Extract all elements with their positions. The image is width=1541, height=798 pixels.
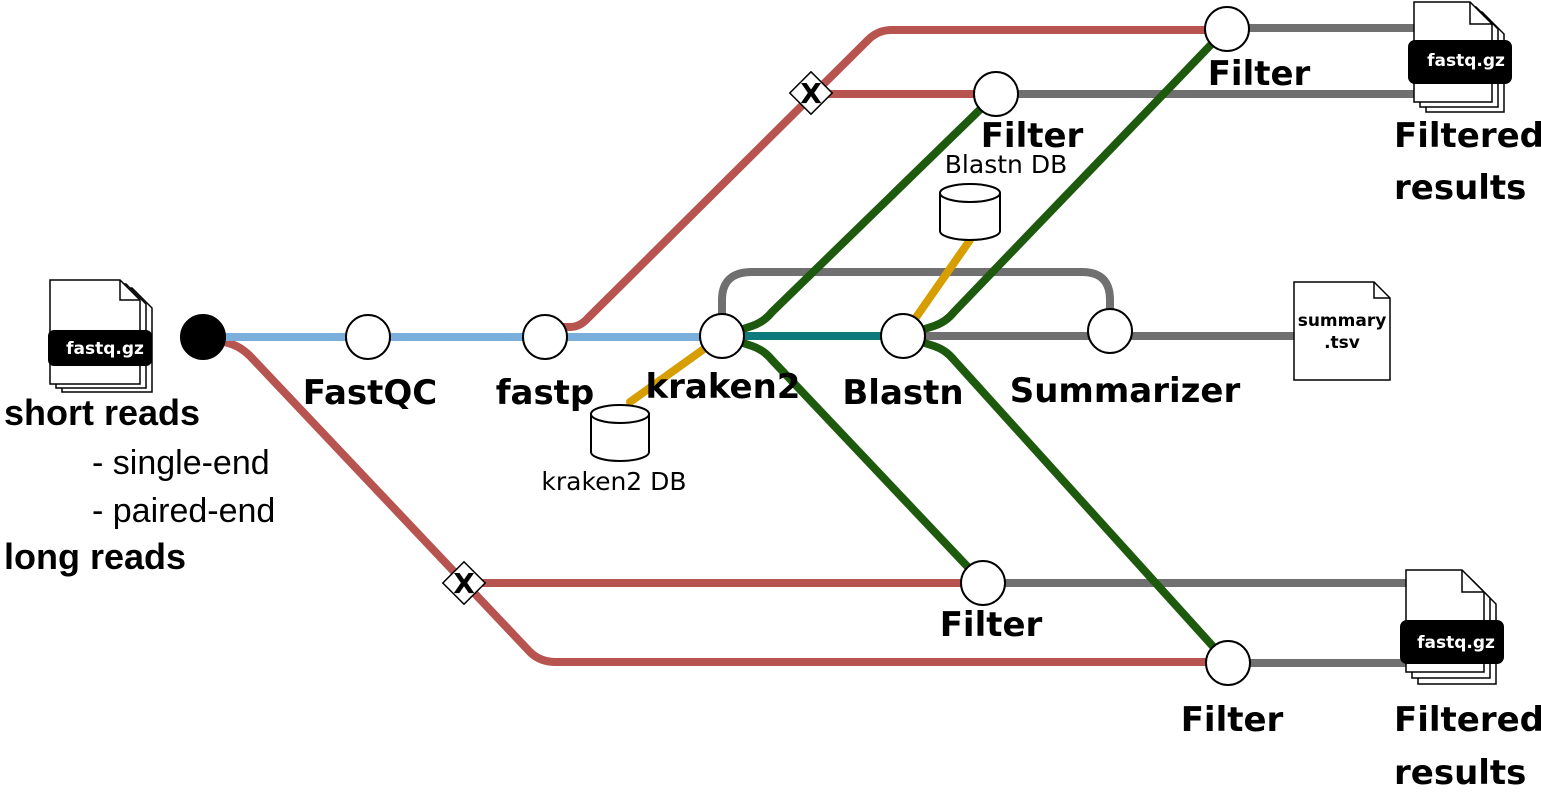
summary-file-icon: summary .tsv: [1293, 281, 1391, 381]
route-red-bottom: [199, 333, 1232, 666]
station-fastqc: [345, 314, 391, 360]
label-filter-bottom-2: Filter: [1181, 700, 1284, 740]
route-green-kraken-top: [718, 90, 1000, 340]
kraken2-db-icon: [590, 404, 650, 462]
station-filter-bottom-2: [1205, 640, 1251, 686]
input-file-icon: fastq.gz: [48, 279, 153, 393]
output-top-file-icon: fastq.gz: [1408, 1, 1512, 113]
summary-file-line1: summary: [1298, 311, 1387, 331]
label-paired-end: - paired-end: [92, 492, 275, 530]
start-station: [180, 314, 226, 360]
station-filter-top-1: [1204, 6, 1250, 52]
label-blastn: Blastn: [842, 373, 963, 413]
blastn-db-label: Blastn DB: [945, 150, 1067, 179]
output-bottom-file-tag: fastq.gz: [1417, 633, 1495, 653]
red-routes: [199, 26, 1232, 666]
input-file-tag: fastq.gz: [66, 339, 144, 359]
label-filter-top-1: Filter: [1208, 54, 1311, 94]
crossing-lower: X: [441, 560, 487, 606]
label-fastp: fastp: [496, 373, 595, 413]
route-green-blastn-top: [899, 24, 1231, 340]
output-bottom-label-line1: Filtered: [1394, 700, 1541, 740]
route-green-kraken-bottom: [718, 332, 987, 587]
label-short-reads: short reads: [4, 392, 200, 433]
kraken2-db-label: kraken2 DB: [541, 467, 686, 496]
crossing-upper: X: [788, 70, 834, 116]
station-summarizer: [1087, 308, 1133, 354]
output-bottom-file-icon: fastq.gz: [1400, 569, 1504, 685]
output-top-file-tag: fastq.gz: [1427, 51, 1505, 71]
label-kraken2: kraken2: [646, 367, 801, 407]
label-filter-top-2: Filter: [981, 116, 1084, 156]
route-grey-loop: [718, 268, 1114, 340]
station-blastn: [880, 313, 926, 359]
output-bottom-label-line2: results: [1394, 753, 1526, 793]
route-red-top: [541, 26, 1231, 331]
label-long-reads: long reads: [4, 536, 186, 577]
label-summarizer: Summarizer: [1010, 371, 1241, 411]
station-kraken2: [699, 313, 745, 359]
station-filter-bottom-1: [960, 560, 1006, 606]
label-fastqc: FastQC: [303, 373, 438, 413]
route-green-blastn-bottom: [899, 332, 1232, 667]
label-filter-bottom-1: Filter: [940, 605, 1043, 645]
output-top-label-line2: results: [1394, 168, 1526, 208]
station-fastp: [522, 314, 568, 360]
green-routes: [718, 24, 1232, 667]
label-single-end: - single-end: [92, 444, 270, 482]
station-filter-top-2: [973, 71, 1019, 117]
crossing-upper-symbol: X: [800, 77, 822, 110]
blastn-db-icon: [939, 183, 1001, 241]
output-top-label-line1: Filtered: [1394, 116, 1541, 156]
summary-file-line2: .tsv: [1324, 333, 1360, 353]
crossing-lower-symbol: X: [453, 567, 475, 600]
